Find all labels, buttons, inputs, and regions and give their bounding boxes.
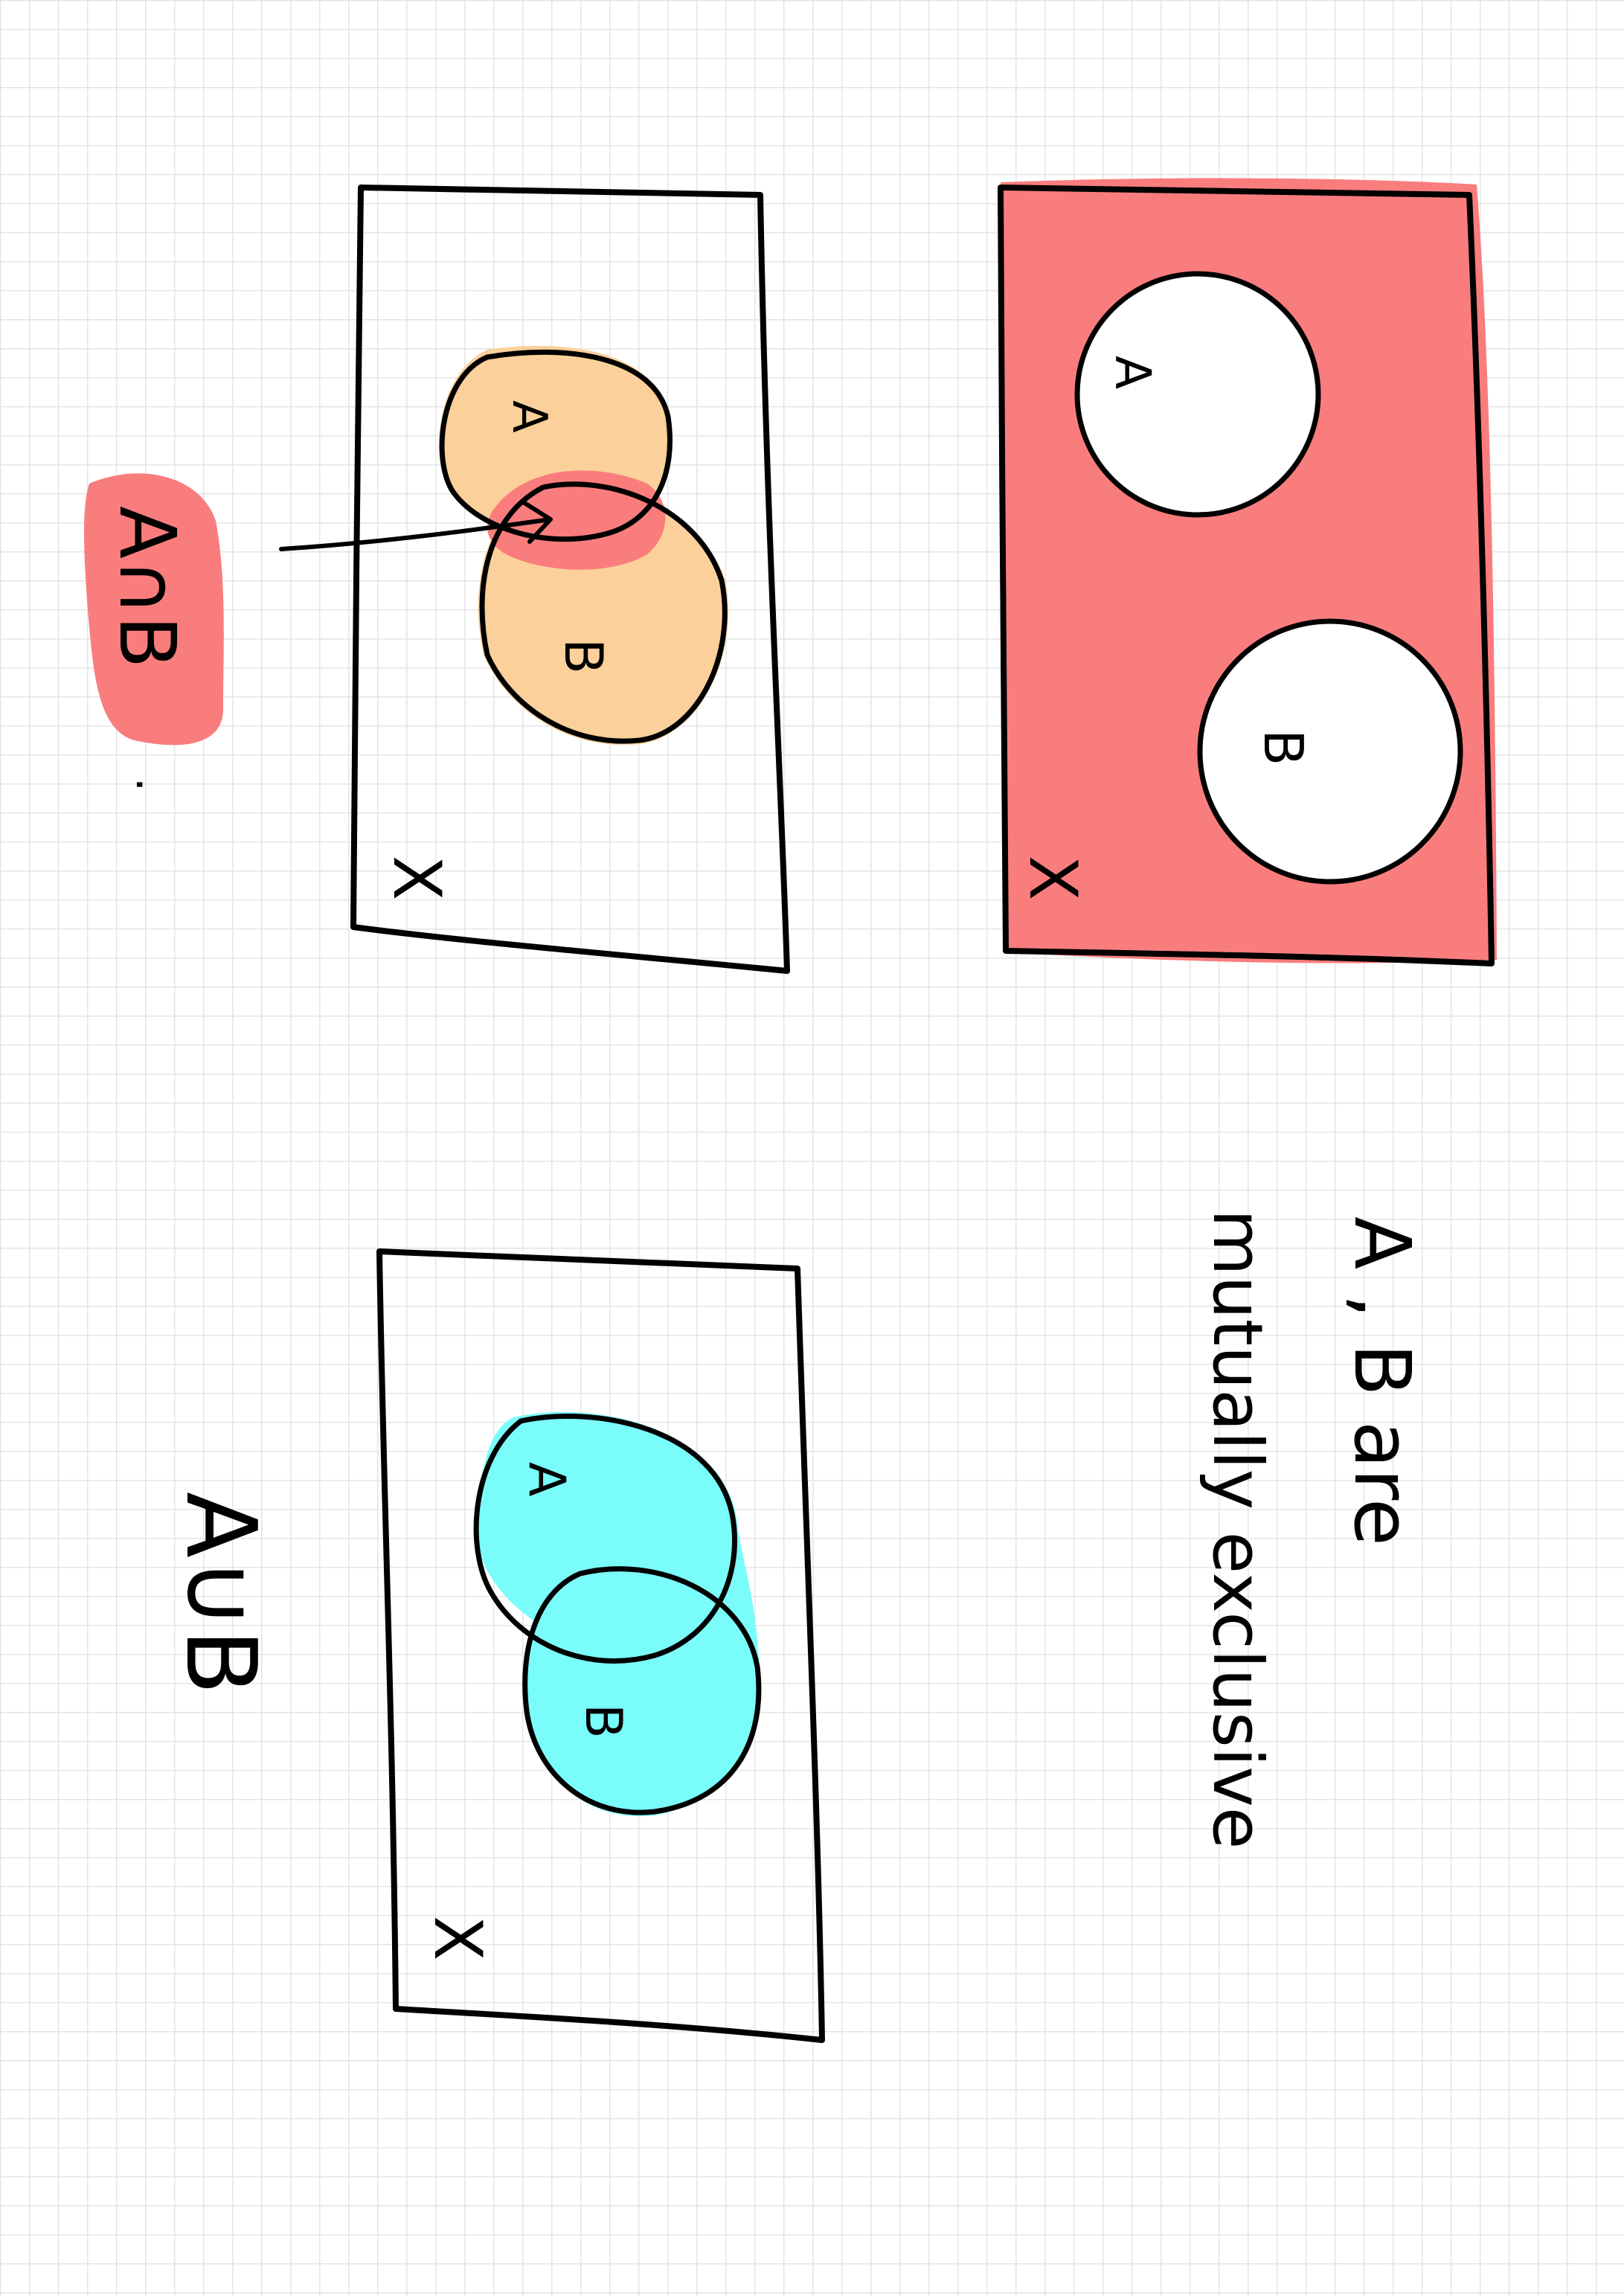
set-b-outline [522, 1566, 762, 1815]
set-a-outline [473, 1414, 737, 1664]
set-b-label: B [553, 638, 614, 674]
set-b-label: B [574, 1704, 632, 1739]
caption-period: . [126, 777, 178, 792]
caption-highlight [84, 473, 224, 745]
union-fill [475, 1411, 760, 1817]
set-a-label: A [1104, 356, 1161, 389]
universe-rect-outline [998, 185, 1495, 966]
universe-rect-outline [350, 185, 790, 974]
universe-label: X [379, 856, 455, 900]
intersection-diagram: A B X A∩B . [84, 185, 790, 974]
note-line-1: A , B are [1337, 1216, 1428, 1546]
pointer-arrow [279, 501, 553, 551]
set-b-outline [479, 481, 728, 744]
intersection-caption: A∩B [102, 506, 193, 669]
universe-label: X [420, 1916, 496, 1960]
set-b-circle [1197, 618, 1463, 885]
exclusive-diagram: A B X A , B are mutually exclusive [998, 178, 1497, 1849]
set-a-label: A [517, 1462, 576, 1497]
set-a-outline [439, 349, 673, 542]
note-line-2: mutually exclusive [1198, 1209, 1277, 1849]
union-caption: A∪B [164, 1492, 277, 1695]
set-b-label: B [1252, 729, 1315, 766]
union-diagram: A B X A∪B [164, 1248, 825, 2043]
universe-rect-outline [376, 1248, 825, 2043]
universe-label: X [1015, 856, 1091, 900]
set-a-circle [1074, 271, 1321, 518]
set-a-label: A [501, 400, 556, 433]
